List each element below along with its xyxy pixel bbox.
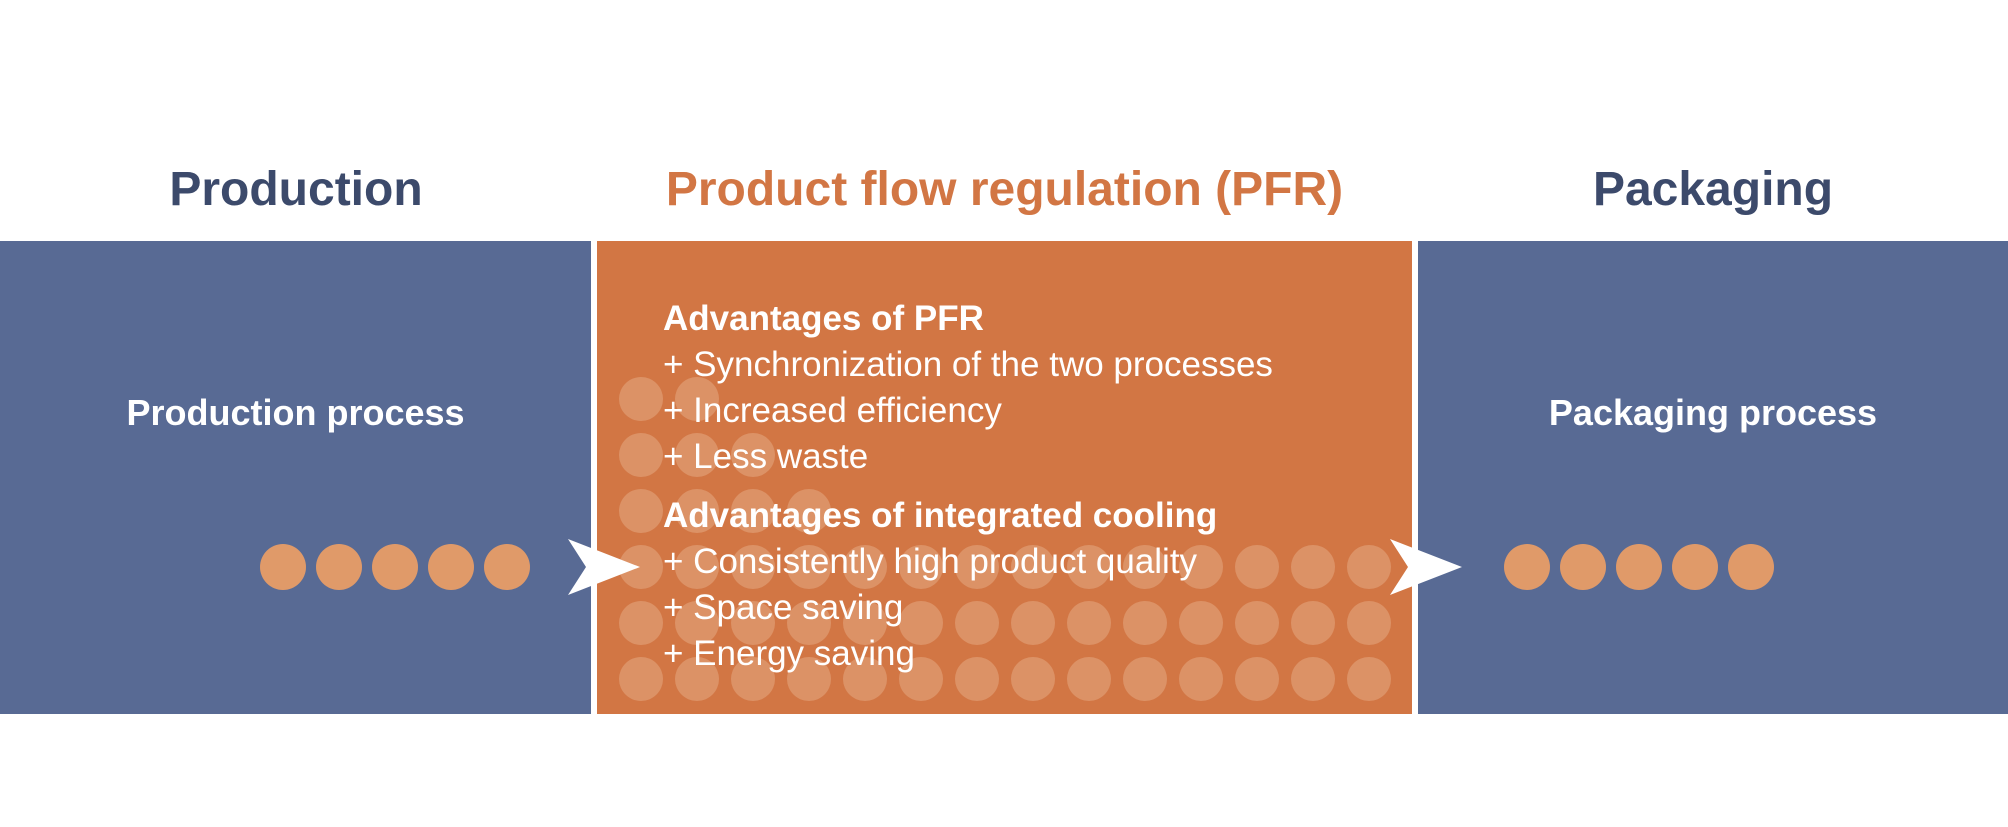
advantage-item: + Increased efficiency xyxy=(663,391,1002,430)
production-process-label: Production process xyxy=(126,392,465,433)
advantage-item: + Synchronization of the two processes xyxy=(663,345,1273,384)
advantages-group-pfr: Advantages of PFR + Synchronization of t… xyxy=(663,296,1403,480)
advantage-item: + Space saving xyxy=(663,588,904,627)
packaging-panel xyxy=(1418,241,2008,714)
packaging-process-label: Packaging process xyxy=(1548,392,1878,433)
production-heading: Production xyxy=(169,163,423,216)
advantage-item: + Energy saving xyxy=(663,634,915,673)
advantage-item: + Less waste xyxy=(663,437,869,476)
production-panel xyxy=(0,241,591,714)
advantages-group-title: Advantages of PFR xyxy=(663,299,984,338)
packaging-heading: Packaging xyxy=(1592,163,1834,216)
pfr-advantages: Advantages of PFR + Synchronization of t… xyxy=(663,296,1403,677)
advantages-group-title: Advantages of integrated cooling xyxy=(663,496,1218,535)
advantages-group-cooling: Advantages of integrated cooling + Consi… xyxy=(663,493,1403,677)
pfr-heading: Product flow regulation (PFR) xyxy=(665,163,1344,216)
advantage-item: + Consistently high product quality xyxy=(663,542,1198,581)
